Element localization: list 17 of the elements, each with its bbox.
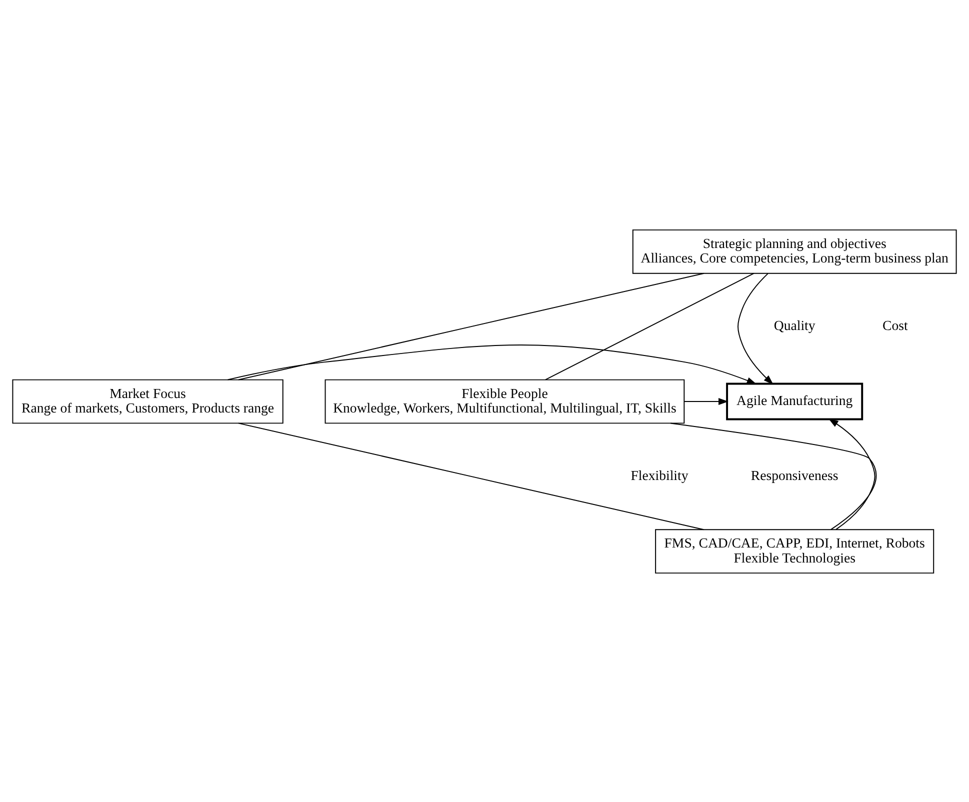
label: Cost bbox=[882, 318, 908, 333]
connector bbox=[670, 422, 877, 530]
node-box: Agile Manufacturing bbox=[726, 382, 864, 420]
node-box: Flexible People Knowledge, Workers, Multifunctional, Multilingual, IT, Skills bbox=[324, 378, 685, 424]
node-box: Market Focus Range of markets, Customers, Products range bbox=[12, 378, 284, 424]
connector bbox=[238, 272, 704, 380]
node-box: Strategic planning and objectives Alliances, Core competencies, Long-term business plan bbox=[632, 228, 957, 274]
label: Responsiveness bbox=[750, 468, 838, 483]
arrow bbox=[684, 398, 728, 404]
label: Flexibility bbox=[630, 468, 688, 483]
connector bbox=[238, 422, 704, 530]
label: Quality bbox=[774, 318, 816, 333]
arrow bbox=[738, 272, 774, 384]
arrow bbox=[828, 418, 876, 530]
node-box: FMS, CAD/CAE, CAPP, EDI, Internet, Robots Flexible Technologies bbox=[655, 528, 934, 574]
connector bbox=[545, 272, 754, 380]
arrow bbox=[227, 344, 757, 384]
